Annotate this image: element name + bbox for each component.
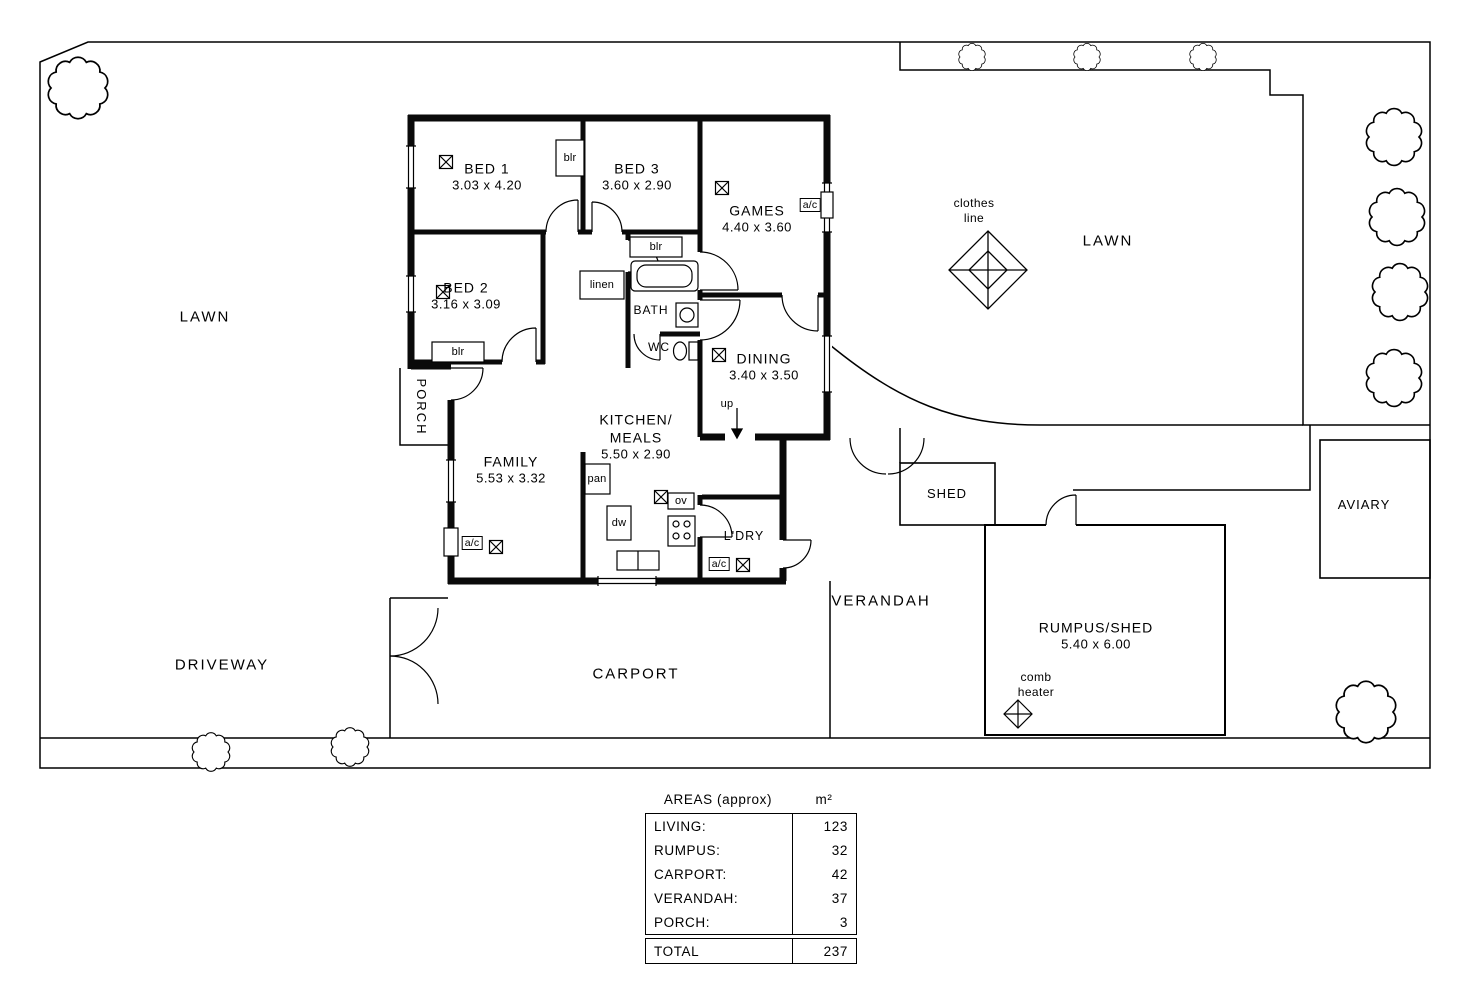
- room-label-rumpus-shed: RUMPUS/SHED 5.40 x 6.00: [1038, 619, 1154, 652]
- linen-label: linen: [589, 279, 615, 291]
- driveway-label: DRIVEWAY: [174, 656, 270, 674]
- verandah-label: VERANDAH: [831, 592, 931, 610]
- clothes-line-symbol: [948, 230, 1028, 310]
- areas-table-body: LIVING: 123 RUMPUS: 32 CARPORT: 42 VERAN…: [645, 813, 857, 935]
- room-label-bath: BATH: [633, 303, 669, 318]
- carport-label: CARPORT: [592, 665, 680, 683]
- tree-icon: [1189, 42, 1217, 72]
- areas-table-title: AREAS (approx): [663, 792, 773, 807]
- blr-label: blr: [451, 346, 465, 358]
- room-label-dining: DINING 3.40 x 3.50: [729, 350, 799, 383]
- aviary-label: AVIARY: [1337, 496, 1391, 512]
- room-label-family: FAMILY 5.53 x 3.32: [476, 453, 546, 486]
- blr-label: blr: [563, 152, 577, 164]
- comb-heater-symbol: [1003, 699, 1033, 729]
- table-row: PORCH: 3: [646, 910, 856, 934]
- areas-table-header: AREAS (approx) m²: [645, 786, 857, 813]
- ac-label: a/c: [461, 536, 483, 550]
- areas-table-unit: m²: [815, 792, 833, 807]
- up-label: up: [720, 398, 734, 410]
- room-label-wc: WC: [648, 340, 670, 355]
- outbuildings: [899, 439, 1431, 736]
- comb-heater-label: comb heater: [1017, 670, 1055, 699]
- table-row: LIVING: 123: [646, 814, 856, 838]
- tree-icon: [47, 56, 109, 120]
- table-row: VERANDAH: 37: [646, 886, 856, 910]
- ac-label: a/c: [799, 198, 821, 212]
- property-boundary: [39, 41, 1431, 769]
- table-row-total: TOTAL 237: [646, 939, 856, 963]
- areas-table-total: TOTAL 237: [645, 938, 857, 964]
- tree-icon: [191, 732, 231, 772]
- shed-label: SHED: [926, 485, 968, 501]
- tree-icon: [1371, 262, 1429, 322]
- tree-icon: [1365, 348, 1423, 408]
- room-label-bed1: BED 1 3.03 x 4.20: [452, 160, 522, 193]
- areas-table: AREAS (approx) m² LIVING: 123 RUMPUS: 32…: [645, 786, 857, 964]
- room-label-laundry: L'DRY: [723, 528, 765, 543]
- room-label-games: GAMES 4.40 x 3.60: [722, 202, 792, 235]
- tree-icon: [958, 42, 986, 72]
- room-label-kitchen-meals: KITCHEN/ MEALS 5.50 x 2.90: [599, 411, 673, 462]
- tree-icon: [1073, 42, 1101, 72]
- tree-icon: [330, 727, 370, 767]
- rumpus-outline: [984, 524, 1226, 736]
- lawn-left-label: LAWN: [179, 308, 231, 326]
- ac-units: [443, 191, 834, 557]
- room-label-bed2: BED 2 3.16 x 3.09: [431, 279, 501, 312]
- tree-icon: [1368, 187, 1426, 247]
- ac-label: a/c: [708, 557, 730, 571]
- room-label-bed3: BED 3 3.60 x 2.90: [602, 160, 672, 193]
- lawn-right-label: LAWN: [1082, 232, 1134, 250]
- clothes-line-label: clothes line: [953, 196, 995, 225]
- table-row: RUMPUS: 32: [646, 838, 856, 862]
- porch-label: PORCH: [414, 378, 430, 436]
- aviary-outline: [1319, 439, 1431, 579]
- pan-label: pan: [587, 473, 607, 485]
- ov-label: ov: [674, 495, 688, 507]
- up-arrow: [730, 408, 744, 440]
- fixtures: [431, 139, 699, 571]
- blr-label: blr: [649, 241, 663, 253]
- tree-icon: [1365, 107, 1423, 167]
- shed-outline: [899, 462, 996, 526]
- tree-icon: [1335, 680, 1397, 744]
- table-row: CARPORT: 42: [646, 862, 856, 886]
- dw-label: dw: [611, 517, 627, 529]
